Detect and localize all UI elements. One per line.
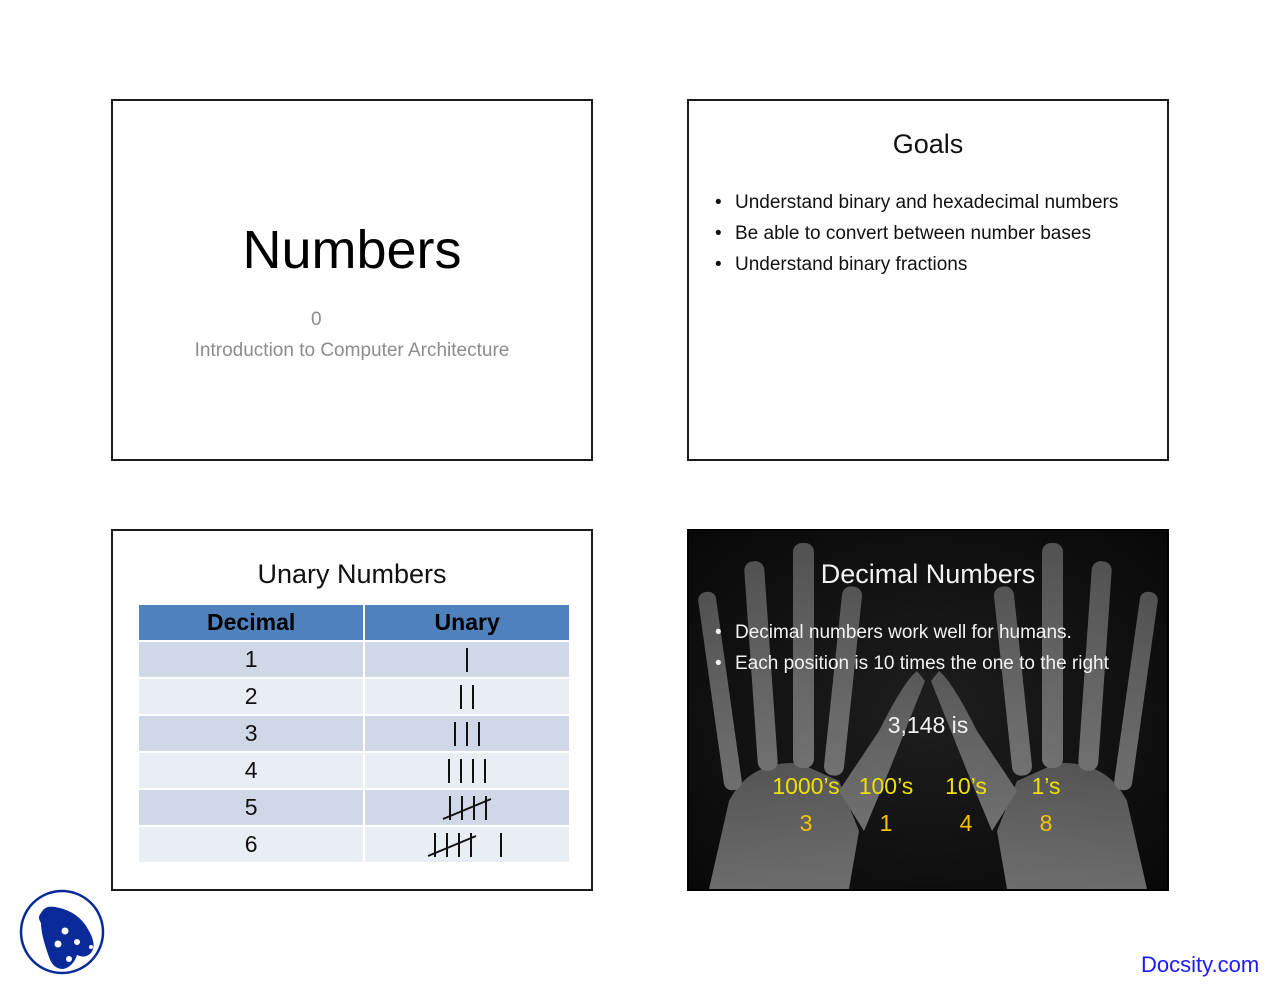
decimal-cell: 5 [136,788,366,827]
tally-3-icon [454,721,481,746]
slide-unary: Unary Numbers Decimal Unary 1 2 3 [111,529,593,891]
docsity-logo-icon[interactable] [19,889,105,975]
place-label-ones: 1’s [1031,773,1061,799]
header-decimal: Decimal [136,603,366,642]
slide-number: 0 [311,309,322,330]
decimal-heading: Decimal Numbers [820,559,1036,589]
table-row: 3 [136,714,571,753]
decimal-cell: 3 [136,714,366,753]
goals-heading: Goals [892,129,964,159]
decimal-item: •Decimal numbers work well for humans. [715,617,1109,648]
decimal-cell: 6 [136,825,366,864]
slide-title-heading: Numbers [242,220,462,280]
digit-thousands: 3 [799,810,813,836]
bullet-icon: • [715,254,722,275]
table-row: 6 [136,825,571,864]
tally-2-icon [460,684,475,709]
hands-xray-image [689,531,1167,889]
unary-cell [363,751,571,790]
unary-heading: Unary Numbers [257,559,447,589]
tally-5-icon [442,795,492,820]
unary-cell [363,825,571,864]
docsity-link[interactable]: Docsity.com [1141,952,1260,977]
tally-1-icon [466,647,469,672]
tally-4-icon [448,758,487,783]
decimal-list: •Decimal numbers work well for humans. •… [715,617,1109,679]
slide-subtitle: Introduction to Computer Architecture [194,340,510,361]
slide-goals: Goals •Understand binary and hexadecimal… [687,99,1169,461]
decimal-cell: 4 [136,751,366,790]
table-row: 1 [136,640,571,679]
unary-cell [363,714,571,753]
digit-ones: 8 [1039,810,1053,836]
bullet-icon: • [715,223,722,244]
unary-table: Decimal Unary 1 2 3 [136,603,571,864]
goals-item: •Understand binary and hexadecimal numbe… [715,187,1118,218]
header-unary: Unary [363,603,571,642]
tally-6-icon [427,832,503,857]
slide-title: Numbers 0 Introduction to Computer Archi… [111,99,593,461]
table-row: 5 [136,788,571,827]
decimal-item: •Each position is 10 times the one to th… [715,648,1109,679]
table-header-row: Decimal Unary [136,603,571,642]
goals-item: •Be able to convert between number bases [715,218,1118,249]
decimal-cell: 2 [136,677,366,716]
bullet-icon: • [715,653,722,674]
unary-cell [363,640,571,679]
table-row: 4 [136,751,571,790]
bullet-icon: • [715,192,722,213]
digit-hundreds: 1 [879,810,893,836]
decimal-cell: 1 [136,640,366,679]
slide-decimal: Decimal Numbers •Decimal numbers work we… [687,529,1169,891]
place-label-thousands: 1000’s [772,773,840,799]
bullet-icon: • [715,622,722,643]
table-row: 2 [136,677,571,716]
goals-list: •Understand binary and hexadecimal numbe… [715,187,1118,280]
digit-tens: 4 [959,810,973,836]
goals-item: •Understand binary fractions [715,249,1118,280]
unary-cell [363,677,571,716]
place-label-hundreds: 100’s [858,773,914,799]
example-number: 3,148 is [887,712,969,738]
unary-cell [363,788,571,827]
place-label-tens: 10’s [945,773,987,799]
